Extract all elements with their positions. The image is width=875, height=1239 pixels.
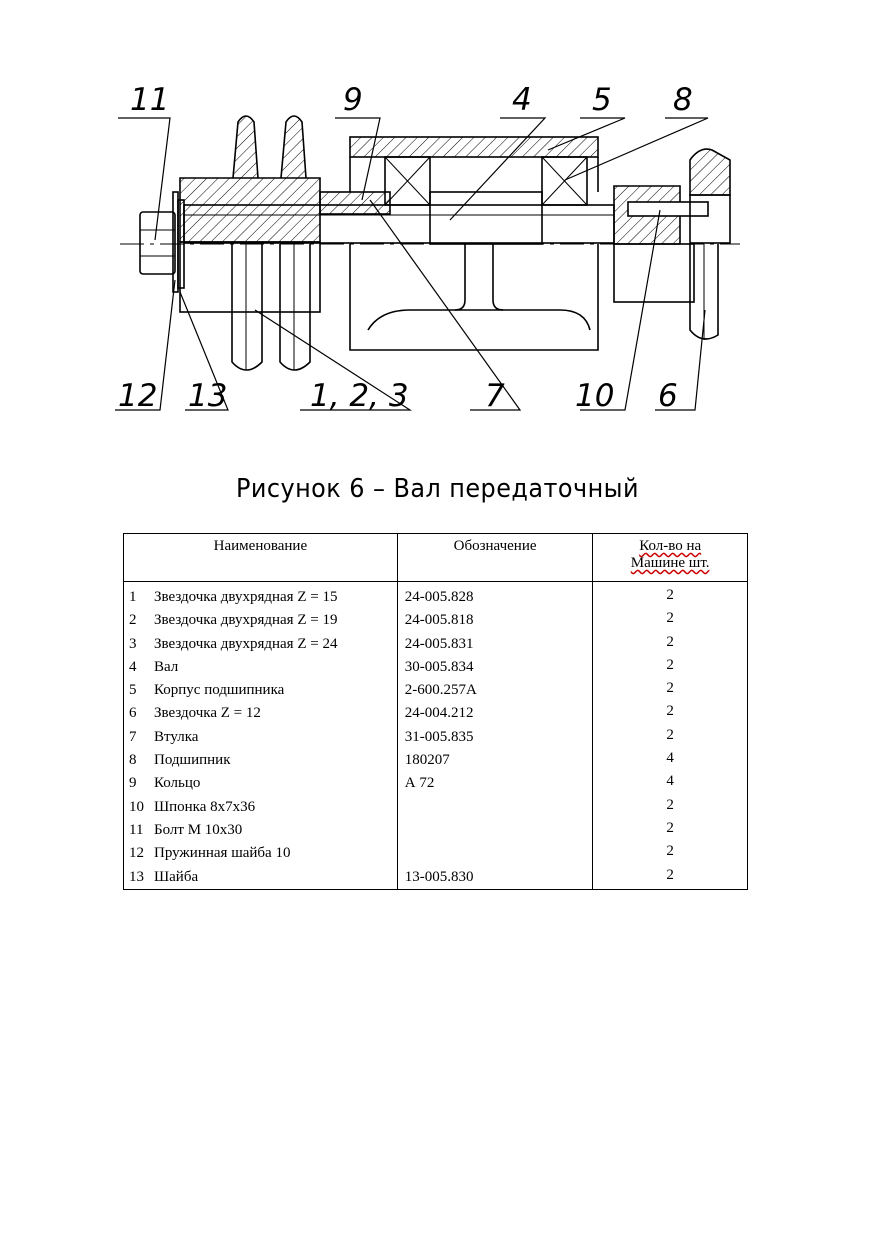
part-number: 13 xyxy=(129,868,144,885)
part-number: 6 xyxy=(129,705,137,722)
part-name-cell: 12 Пружинная шайба 10 xyxy=(124,842,397,865)
part-designation-cell xyxy=(398,842,593,865)
part-number: 11 xyxy=(129,821,144,838)
part-quantity-cell: 2 xyxy=(666,587,674,603)
header-quantity-line2: Машине шт. xyxy=(630,555,710,571)
part-name-cell: 3 Звездочка двухрядная Z = 24 xyxy=(124,633,397,656)
part-designation-cell: 2-600.257А xyxy=(404,682,477,699)
part-name-cell: 8 Подшипник xyxy=(124,749,397,772)
part-name-cell: 10 Шпонка 8х7х36 xyxy=(124,796,397,819)
callout-label: 4 xyxy=(512,82,532,118)
part-name: Шпонка 8х7х36 xyxy=(154,798,256,815)
part-name-cell: 6 Звездочка Z = 12 xyxy=(124,702,397,725)
callout-label: 6 xyxy=(658,378,678,414)
header-designation: Обозначение xyxy=(396,533,594,582)
part-quantity-cell: 2 xyxy=(666,656,674,673)
part-name-cell: 11 Болт М 10х30 xyxy=(124,819,397,842)
part-designation-cell: 24-005.831 xyxy=(404,635,474,652)
parts-table: Наименование Обозначение Кол-во на Машин… xyxy=(123,533,748,890)
part-number: 8 xyxy=(129,752,137,769)
part-name-cell: 5 Корпус подшипника xyxy=(124,679,397,702)
part-quantity-cell: 2 xyxy=(666,703,674,720)
part-quantity-cell: 2 xyxy=(666,866,674,883)
part-number: 5 xyxy=(129,682,137,699)
assembly-drawing: 11 9 4 5 8 12 13 1, 2, 3 7 10 6 xyxy=(0,0,875,440)
part-quantity-cell: 2 xyxy=(666,680,674,697)
part-number: 1 xyxy=(129,589,137,605)
drawing-geometry xyxy=(120,115,740,371)
part-name: Звездочка Z = 12 xyxy=(154,705,261,722)
callout-label: 11 xyxy=(130,82,169,118)
part-designation-cell: 180207 xyxy=(404,752,450,769)
part-name: Подшипник xyxy=(154,752,231,769)
part-name-cell: 1 Звездочка двухрядная Z = 15 xyxy=(124,586,397,609)
callout-label: 9 xyxy=(343,82,363,118)
header-quantity: Кол-во на Машине шт. xyxy=(592,533,748,582)
table-header-row: Наименование Обозначение Кол-во на Машин… xyxy=(123,533,748,582)
part-number: 2 xyxy=(129,612,137,629)
part-name: Шайба xyxy=(154,868,199,885)
part-name-cell: 13 Шайба xyxy=(124,866,397,889)
part-designation-cell: 13-005.830 xyxy=(404,868,474,885)
part-designation-cell: 31-005.835 xyxy=(404,728,474,745)
part-designation-cell: 24-005.818 xyxy=(404,612,474,629)
header-name: Наименование xyxy=(123,533,398,582)
quantity-column: 2 2 2 2 2 2 2 4 4 2 2 2 2 xyxy=(592,581,748,890)
leader-lines xyxy=(115,117,709,411)
part-name: Кольцо xyxy=(154,775,201,792)
part-designation-cell: 30-005.834 xyxy=(404,658,474,675)
part-name: Корпус подшипника xyxy=(154,682,285,699)
part-designation-cell xyxy=(398,796,593,819)
part-quantity-cell: 2 xyxy=(666,843,674,860)
part-name-cell: 2 Звездочка двухрядная Z = 19 xyxy=(124,609,397,632)
callout-label: 5 xyxy=(592,82,612,118)
part-quantity-cell: 2 xyxy=(666,726,674,743)
part-name: Втулка xyxy=(154,728,199,745)
part-name-cell: 7 Втулка xyxy=(124,726,397,749)
part-name: Звездочка двухрядная Z = 24 xyxy=(154,635,338,652)
part-name-cell: 4 Вал xyxy=(124,656,397,679)
callout-label: 12 xyxy=(118,378,157,414)
part-designation-cell: 24-004.212 xyxy=(404,705,474,722)
part-name: Звездочка двухрядная Z = 15 xyxy=(154,589,338,605)
part-number: 4 xyxy=(129,658,137,675)
part-name-cell: 9 Кольцо xyxy=(124,772,397,795)
part-name: Пружинная шайба 10 xyxy=(154,845,291,862)
callout-label: 1, 2, 3 xyxy=(310,378,409,414)
part-designation-cell: 24-005.828 xyxy=(404,589,474,605)
figure-caption: Рисунок 6 – Вал передаточный xyxy=(235,474,640,504)
part-number: 3 xyxy=(129,635,137,652)
part-quantity-cell: 2 xyxy=(666,610,674,627)
part-name: Болт М 10х30 xyxy=(154,821,243,838)
part-name: Звездочка двухрядная Z = 19 xyxy=(154,612,338,629)
callout-label: 8 xyxy=(673,82,693,118)
callout-label: 7 xyxy=(485,378,505,414)
part-number: 10 xyxy=(129,798,144,815)
callout-label: 10 xyxy=(575,378,614,414)
part-number: 12 xyxy=(129,845,144,862)
part-quantity-cell: 2 xyxy=(666,819,674,836)
part-quantity-cell: 4 xyxy=(666,773,674,790)
part-quantity-cell: 2 xyxy=(666,796,674,813)
part-number: 7 xyxy=(129,728,137,745)
part-quantity-cell: 2 xyxy=(666,633,674,650)
callout-label: 13 xyxy=(188,378,227,414)
part-quantity-cell: 4 xyxy=(666,750,674,767)
header-quantity-line1: Кол-во на xyxy=(639,538,702,554)
part-designation-cell xyxy=(398,819,593,842)
part-number: 9 xyxy=(129,775,137,792)
part-name: Вал xyxy=(154,658,179,675)
designation-column: 24-005.828 24-005.818 24-005.831 30-005.834… xyxy=(396,581,594,890)
part-designation-cell: А 72 xyxy=(404,775,435,792)
